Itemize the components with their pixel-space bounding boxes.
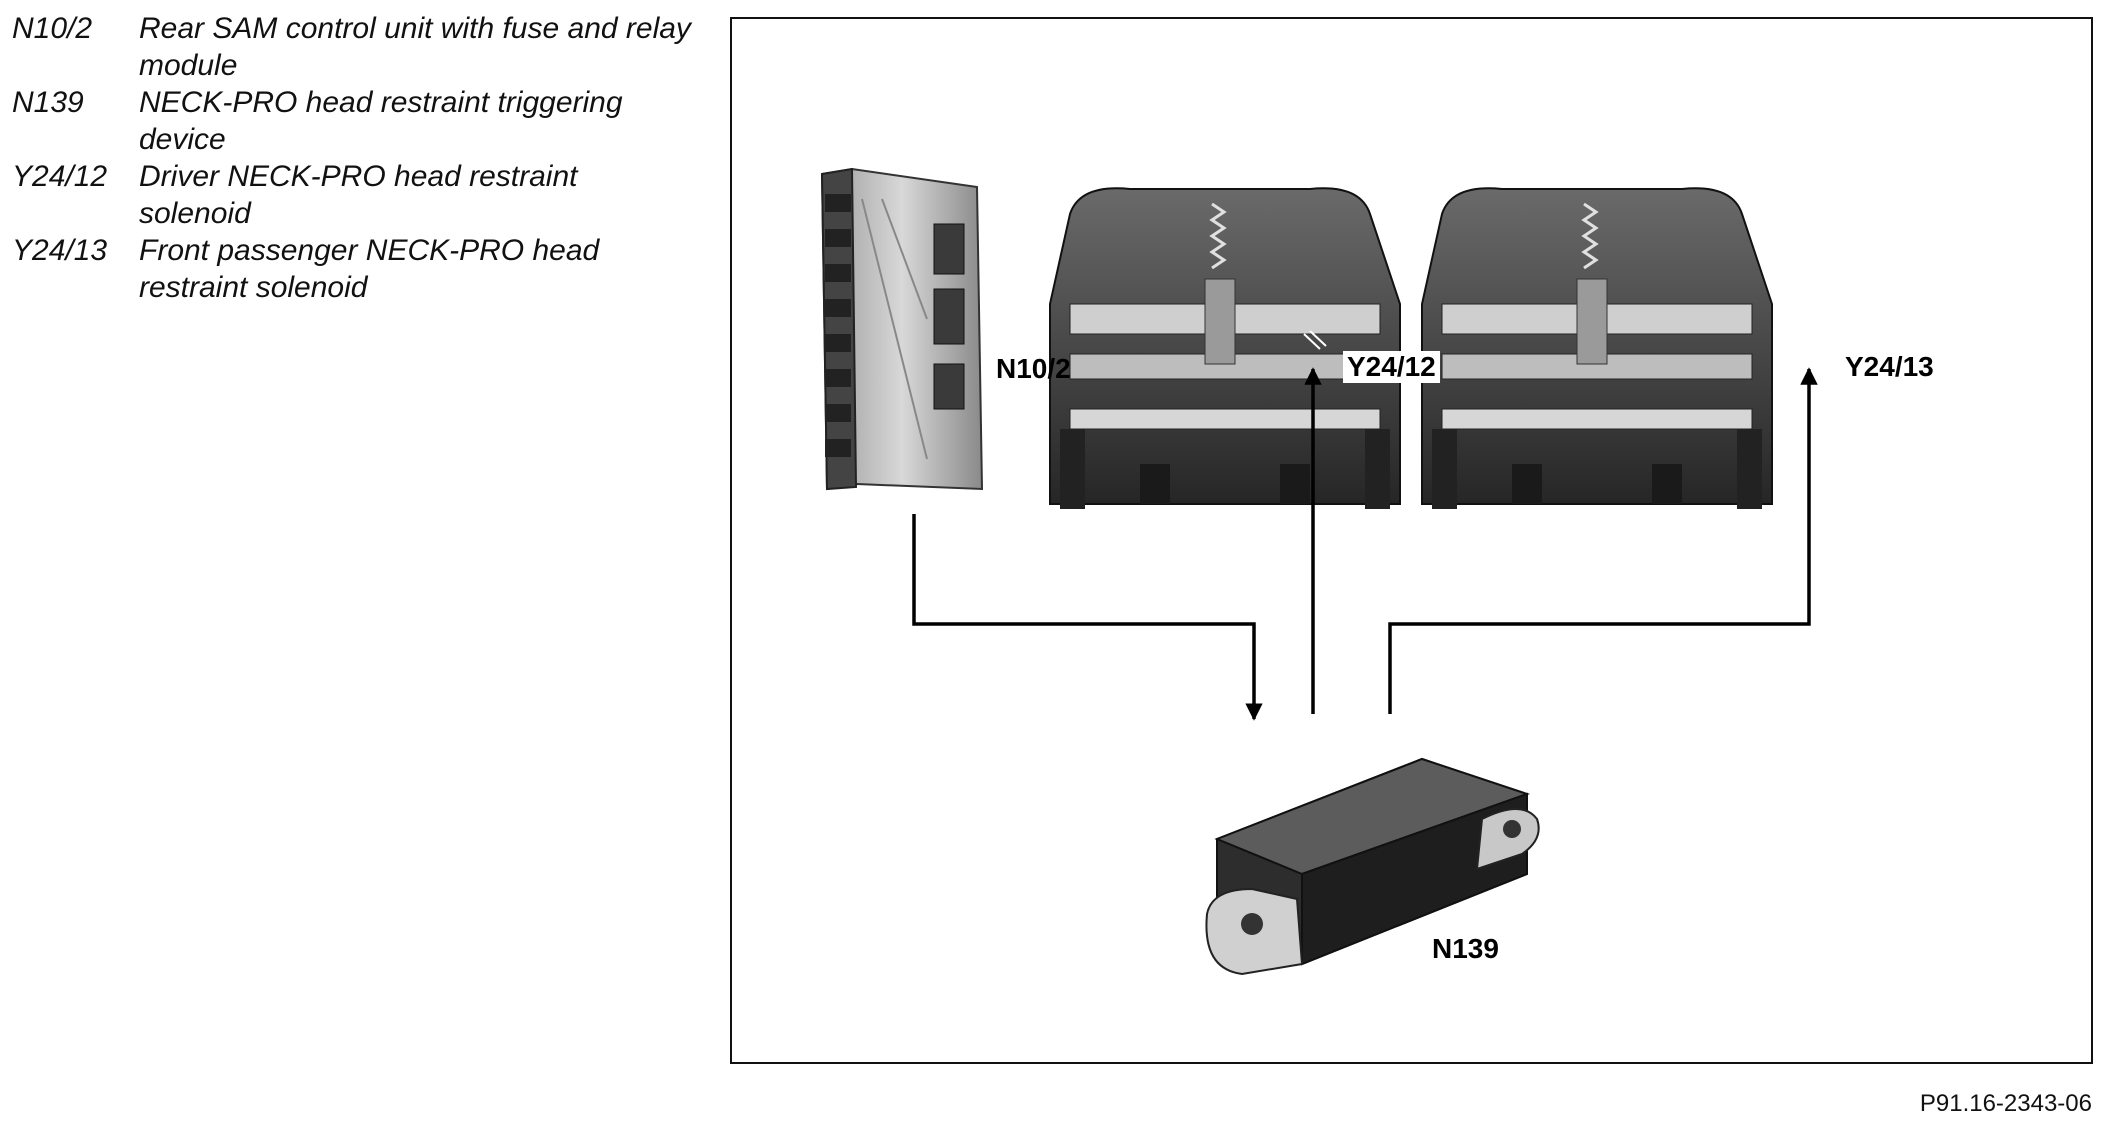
legend-row-n10-2: N10/2 Rear SAM control unit with fuse an…	[12, 10, 692, 84]
triggering-device-image	[1205, 757, 1540, 976]
label-n10-2: N10/2	[996, 353, 1071, 384]
label-y24-12: Y24/12	[1343, 351, 1440, 383]
legend-row-n139: N139 NECK-PRO head restraint triggering …	[12, 84, 692, 158]
figure-frame: N10/2 Y24/12 Y24/13 N139	[730, 17, 2093, 1064]
legend-code: N139	[12, 86, 84, 119]
wire-n10-2-to-n139	[912, 514, 1263, 721]
legend-row-y24-13: Y24/13 Front passenger NECK-PRO head res…	[12, 232, 692, 306]
rear-sam-module-image	[820, 167, 984, 491]
label-n139: N139	[1432, 933, 1499, 964]
diagram-drawing	[820, 167, 1823, 976]
passenger-head-restraint-image	[1421, 187, 1773, 509]
legend-description: NECK-PRO head restraint triggering devic…	[139, 86, 623, 156]
legend-code: Y24/12	[12, 160, 108, 193]
legend: N10/2 Rear SAM control unit with fuse an…	[12, 10, 692, 306]
legend-description: Rear SAM control unit with fuse and rela…	[139, 12, 691, 82]
driver-head-restraint-image	[1049, 187, 1401, 509]
legend-code: Y24/13	[12, 234, 108, 267]
legend-code: N10/2	[12, 12, 93, 45]
figure-id: P91.16-2343-06	[1919, 1090, 2092, 1117]
legend-row-y24-12: Y24/12 Driver NECK-PRO head restraint so…	[12, 158, 692, 232]
wire-n139-to-y24-13	[1388, 367, 1818, 714]
legend-description: Driver NECK-PRO head restraint solenoid	[139, 160, 578, 230]
legend-description: Front passenger NECK-PRO head restraint …	[139, 234, 600, 304]
label-y24-13: Y24/13	[1841, 351, 1938, 383]
